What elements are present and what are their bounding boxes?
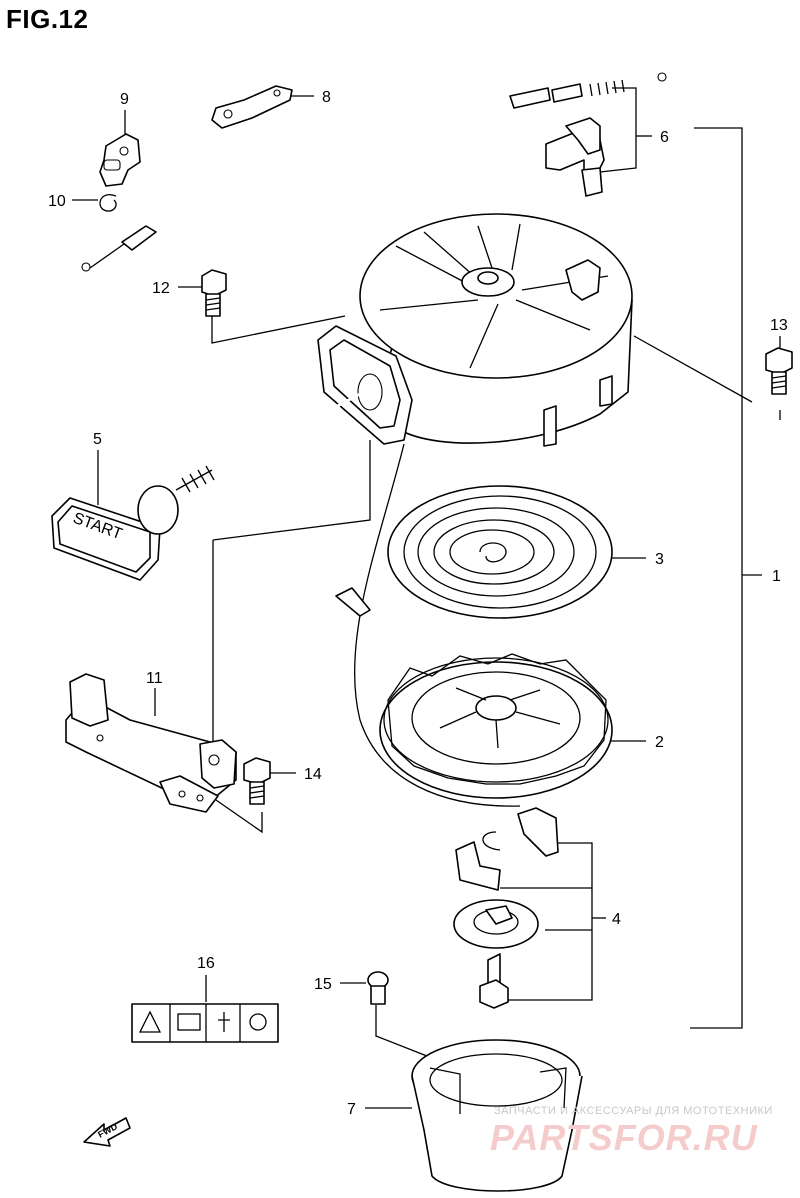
choke-symbol-icon	[218, 1012, 230, 1032]
callout-6: 6	[660, 129, 669, 146]
callout-11: 11	[146, 670, 163, 687]
cable-clamp-8	[211, 85, 293, 129]
callout-9: 9	[120, 91, 129, 108]
leader-lines	[72, 87, 781, 1109]
bolt-12	[201, 269, 227, 317]
starter-bracket-11	[65, 673, 237, 813]
starter-reel-2	[379, 653, 613, 799]
callout-13: 13	[770, 317, 788, 334]
warning-triangle-icon	[138, 1010, 162, 1033]
knob-symbol-icon	[249, 1013, 267, 1031]
starter-cable	[81, 72, 667, 272]
callout-labels: 1 2 3 4 5 6 7 8 9 10 11 12 13 14 15 16	[48, 89, 788, 1118]
starter-housing	[317, 213, 633, 447]
starter-handle-5: START	[51, 485, 179, 581]
ratchet-set-4	[453, 807, 559, 1009]
callout-3: 3	[655, 551, 664, 568]
callout-2: 2	[655, 734, 664, 751]
callout-12: 12	[152, 280, 170, 297]
cable-holder-6	[545, 117, 605, 197]
watermark: ЗАПЧАСТИ И АКСЕССУАРЫ ДЛЯ МОТОТЕХНИКИ PA…	[490, 1105, 773, 1158]
figure-title: FIG.12	[6, 4, 89, 34]
callout-16: 16	[197, 955, 215, 972]
callout-7: 7	[347, 1101, 356, 1118]
callout-14: 14	[304, 766, 322, 783]
callout-5: 5	[93, 431, 102, 448]
fwd-direction-arrow: FWD	[83, 1117, 131, 1147]
callout-1: 1	[772, 568, 781, 585]
starter-rope	[175, 392, 521, 807]
bolt-13	[765, 347, 793, 395]
watermark-tagline: ЗАПЧАСТИ И АКСЕССУАРЫ ДЛЯ МОТОТЕХНИКИ	[494, 1105, 773, 1117]
cable-bracket-9	[99, 133, 141, 187]
recoil-spring-3	[335, 485, 613, 619]
watermark-brand: PARTSFOR.RU	[490, 1117, 758, 1158]
starter-cup-7	[411, 1039, 583, 1192]
callout-8: 8	[322, 89, 331, 106]
clip-10	[99, 194, 117, 212]
callout-10: 10	[48, 193, 66, 210]
callout-15: 15	[314, 976, 332, 993]
warning-label-16	[131, 1003, 279, 1043]
screw-15	[367, 971, 389, 1005]
bolt-14	[243, 757, 271, 805]
callout-4: 4	[612, 911, 621, 928]
manual-book-icon	[177, 1013, 201, 1031]
